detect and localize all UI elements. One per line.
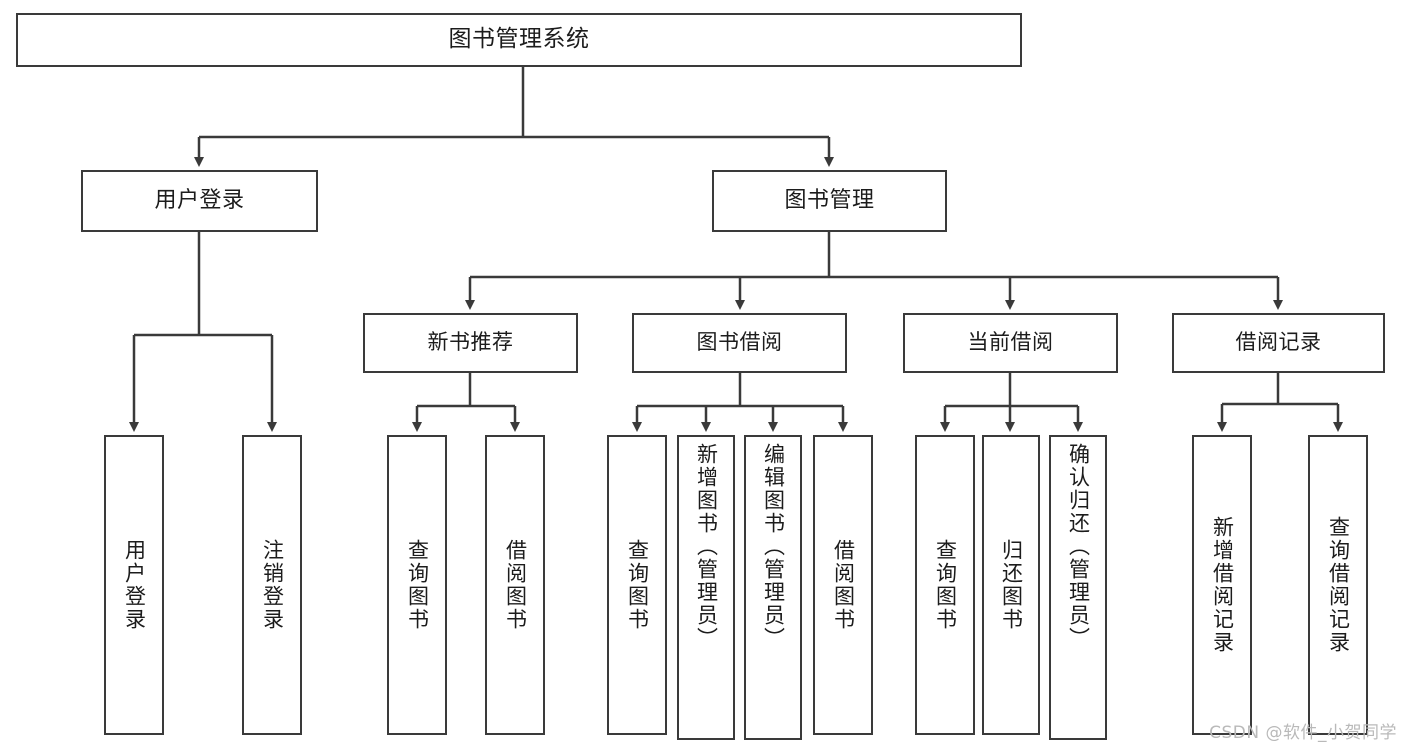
leaf-query-book-borrow[interactable]: 查询图书 (607, 435, 667, 735)
node-user-login-label: 用户登录 (154, 187, 245, 213)
node-book-borrow[interactable]: 图书借阅 (632, 313, 847, 373)
leaf-return-book[interactable]: 归还图书 (982, 435, 1040, 735)
node-borrow-record[interactable]: 借阅记录 (1172, 313, 1385, 373)
node-user-login[interactable]: 用户登录 (81, 170, 318, 232)
leaf-query-book-current-label: 查询图书 (933, 539, 958, 631)
leaf-user-logout-label: 注销登录 (260, 539, 285, 631)
leaf-borrow-book-borrow[interactable]: 借阅图书 (813, 435, 873, 735)
leaf-borrow-book-borrow-label: 借阅图书 (831, 539, 856, 631)
leaf-borrow-book-recommend-label: 借阅图书 (503, 539, 528, 631)
leaf-add-borrow-record-label: 新增借阅记录 (1210, 516, 1235, 654)
leaf-query-book-recommend[interactable]: 查询图书 (387, 435, 447, 735)
leaf-query-book-current[interactable]: 查询图书 (915, 435, 975, 735)
node-current-borrow-label: 当前借阅 (967, 330, 1054, 355)
leaf-add-borrow-record[interactable]: 新增借阅记录 (1192, 435, 1252, 735)
node-current-borrow[interactable]: 当前借阅 (903, 313, 1118, 373)
node-book-management[interactable]: 图书管理 (712, 170, 947, 232)
leaf-borrow-book-recommend[interactable]: 借阅图书 (485, 435, 545, 735)
leaf-user-logout[interactable]: 注销登录 (242, 435, 302, 735)
leaf-return-book-label: 归还图书 (999, 539, 1024, 631)
leaf-user-login[interactable]: 用户登录 (104, 435, 164, 735)
node-root-label: 图书管理系统 (448, 26, 590, 53)
leaf-add-book-admin-label: 新增图书（管理员） (694, 443, 719, 650)
leaf-query-borrow-record-label: 查询借阅记录 (1326, 516, 1351, 654)
leaf-edit-book-admin[interactable]: 编辑图书（管理员） (744, 435, 802, 740)
leaf-query-book-recommend-label: 查询图书 (405, 539, 430, 631)
node-book-management-label: 图书管理 (784, 187, 875, 213)
node-book-borrow-label: 图书借阅 (696, 330, 783, 355)
leaf-confirm-return-admin-label: 确认归还（管理员） (1066, 443, 1091, 650)
watermark: CSDN @软件_小贺同学 (1209, 723, 1397, 743)
leaf-add-book-admin[interactable]: 新增图书（管理员） (677, 435, 735, 740)
node-new-book-recommend-label: 新书推荐 (427, 330, 514, 355)
node-borrow-record-label: 借阅记录 (1235, 330, 1322, 355)
leaf-query-book-borrow-label: 查询图书 (625, 539, 650, 631)
leaf-edit-book-admin-label: 编辑图书（管理员） (761, 443, 786, 650)
leaf-query-borrow-record[interactable]: 查询借阅记录 (1308, 435, 1368, 735)
leaf-confirm-return-admin[interactable]: 确认归还（管理员） (1049, 435, 1107, 740)
node-new-book-recommend[interactable]: 新书推荐 (363, 313, 578, 373)
node-root[interactable]: 图书管理系统 (16, 13, 1022, 67)
leaf-user-login-label: 用户登录 (122, 539, 147, 631)
